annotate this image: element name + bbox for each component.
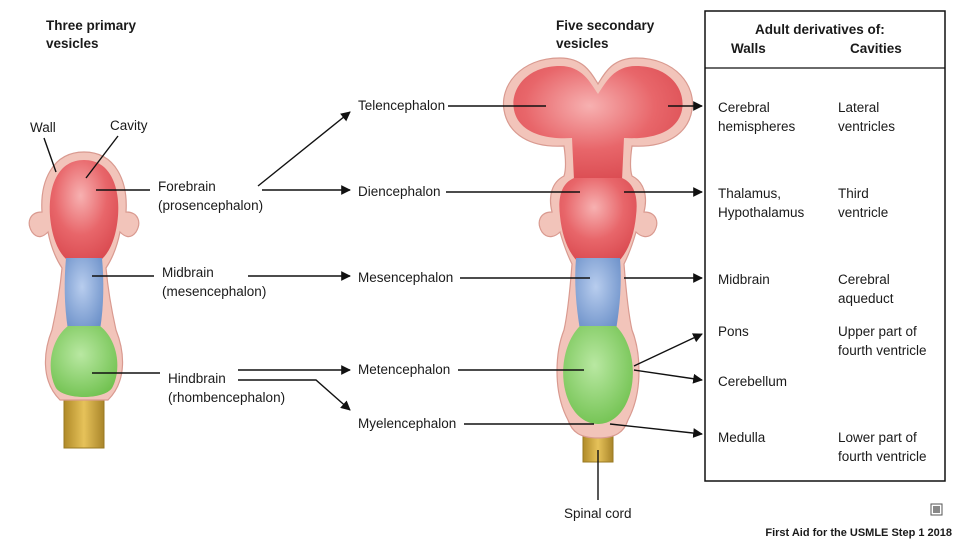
diencephalon-label: Diencephalon	[358, 184, 441, 199]
arrow-metencephalon-pons	[633, 333, 703, 367]
derivative-cavities-pons: Upper part of fourth ventricle	[838, 324, 927, 358]
hindbrain-label: Hindbrain (rhombencephalon)	[168, 371, 285, 405]
arrow-hindbrain-myelencephalon	[238, 379, 351, 411]
midbrain-label: Midbrain (mesencephalon)	[162, 265, 266, 299]
derivative-cavities-diencephalon: Third ventricle	[838, 186, 888, 220]
derivative-cavities-mesencephalon: Cerebral aqueduct	[838, 272, 894, 306]
spinal-cord-label: Spinal cord	[564, 506, 632, 521]
derivative-cavities-telencephalon: Lateral ventricles	[838, 100, 895, 134]
wall-leader	[43, 137, 57, 173]
primary-spinal-stub	[63, 399, 105, 449]
cavities-column-header: Cavities	[850, 41, 902, 56]
derivatives-table-title: Adult derivatives of:	[755, 22, 885, 37]
mesencephalon-vesicle	[575, 258, 621, 330]
forebrain-label: Forebrain (prosencephalon)	[158, 179, 263, 213]
primary-heading: Three primary vesicles	[46, 18, 140, 51]
telencephalon-label: Telencephalon	[358, 98, 445, 113]
derivatives-table-border	[704, 10, 946, 482]
cavity-leader	[85, 135, 119, 179]
derivative-walls-telencephalon: Cerebral hemispheres	[718, 100, 796, 134]
secondary-heading: Five secondary vesicles	[556, 18, 658, 51]
midbrain-cavity	[64, 258, 104, 330]
derivative-walls-medulla: Medulla	[718, 430, 766, 445]
credit-text: First Aid for the USMLE Step 1 2018	[765, 527, 952, 539]
arrow-myelencephalon-medulla	[609, 423, 703, 438]
hindbrain-secondary-vesicle	[563, 326, 633, 424]
derivative-walls-pons: Pons	[718, 324, 749, 339]
derivative-cavities-medulla: Lower part of fourth ventricle	[838, 430, 927, 464]
arrow-forebrain-telencephalon	[257, 111, 351, 187]
derivative-walls-mesencephalon: Midbrain	[718, 272, 770, 287]
metencephalon-label: Metencephalon	[358, 362, 450, 377]
forebrain-cavity	[49, 160, 119, 262]
cavity-label: Cavity	[110, 118, 148, 133]
derivative-walls-diencephalon: Thalamus, Hypothalamus	[718, 186, 805, 220]
telencephalon-vesicle	[513, 66, 683, 180]
secondary-vesicles-illustration	[502, 57, 694, 463]
primary-vesicles-illustration	[28, 151, 140, 449]
diencephalon-vesicle	[559, 178, 637, 262]
mesencephalon-label: Mesencephalon	[358, 270, 453, 285]
myelencephalon-label: Myelencephalon	[358, 416, 456, 431]
walls-column-header: Walls	[731, 41, 766, 56]
hindbrain-cavity	[50, 326, 118, 397]
arrow-metencephalon-cerebellum	[633, 369, 703, 384]
wall-label: Wall	[30, 120, 56, 135]
derivatives-table: Adult derivatives of: Walls Cavities Cer…	[704, 10, 946, 482]
publisher-logo	[930, 503, 943, 516]
derivative-walls-cerebellum: Cerebellum	[718, 374, 787, 389]
